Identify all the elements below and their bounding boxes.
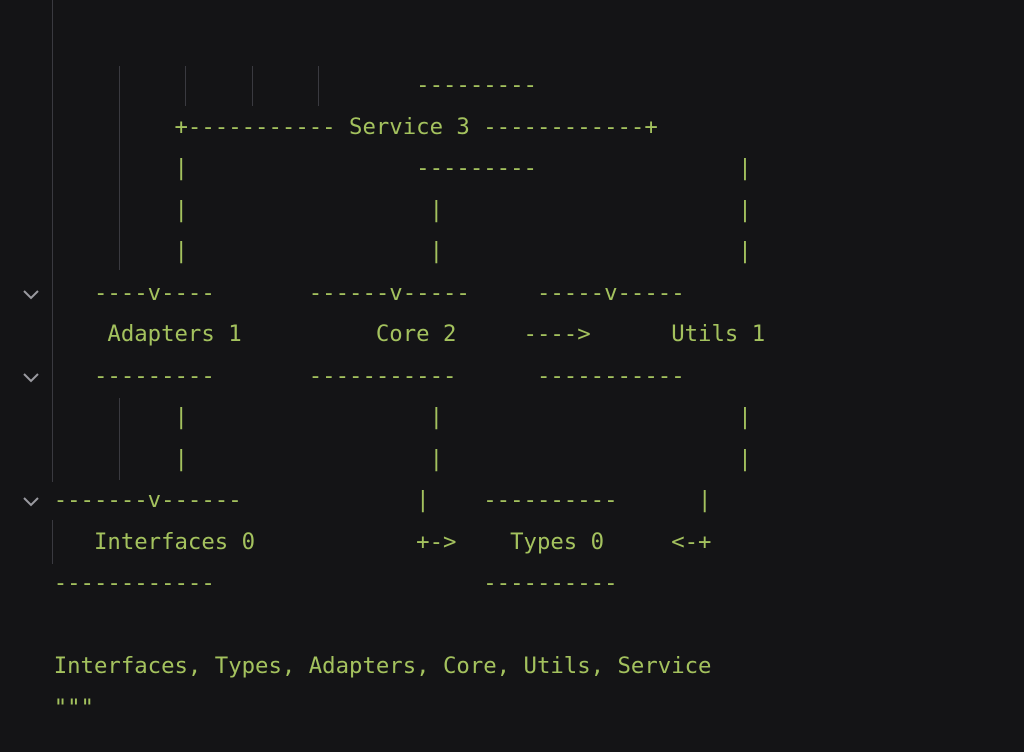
indent-guide: [185, 66, 186, 106]
chevron-down-icon[interactable]: [20, 490, 42, 512]
indent-guide: [119, 398, 120, 480]
code-line: Adapters 1 Core 2 ----> Utils 1: [0, 321, 766, 347]
chevron-down-icon[interactable]: [20, 366, 42, 388]
code-line: | | |: [0, 238, 752, 264]
code-line: | | |: [0, 197, 752, 223]
indent-guide: [119, 66, 120, 270]
code-line: | --------- |: [0, 155, 752, 181]
code-line: +----------- Service 3 ------------+: [0, 114, 658, 140]
code-line: ----v---- ------v----- -----v-----: [0, 280, 685, 306]
indent-guide: [52, 520, 53, 564]
code-line: Interfaces 0 +-> Types 0 <-+: [0, 529, 712, 555]
code-line: Interfaces, Types, Adapters, Core, Utils…: [0, 653, 712, 679]
code-line: """: [0, 695, 94, 721]
indent-guide: [52, 0, 53, 482]
chevron-down-icon[interactable]: [20, 283, 42, 305]
indent-guide: [252, 66, 253, 106]
code-line: | | |: [0, 404, 752, 430]
code-line: ---------: [0, 72, 537, 98]
code-line: -------v------ | ---------- |: [0, 487, 712, 513]
code-line: --------- ----------- -----------: [0, 363, 685, 389]
indent-guide: [318, 66, 319, 106]
code-line: | | |: [0, 446, 752, 472]
code-line: ------------ ----------: [0, 570, 618, 596]
